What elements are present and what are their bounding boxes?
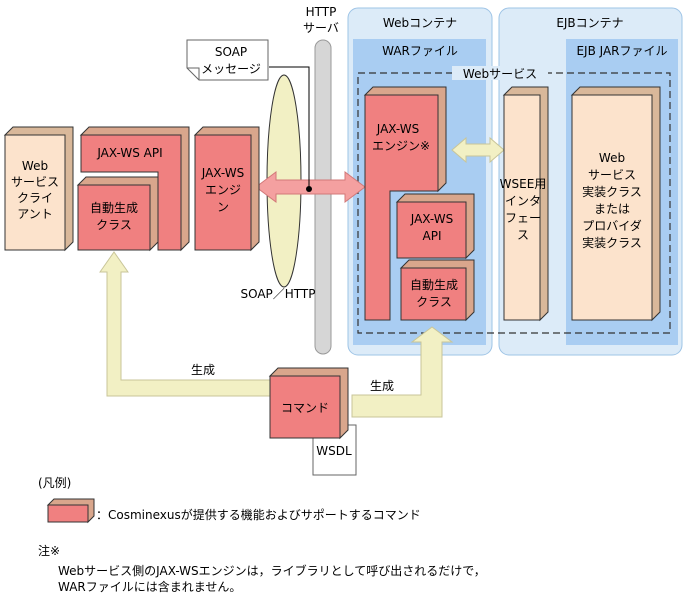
generate-arrow-left: [99, 251, 273, 397]
auto-gen-left-label-2: クラス: [96, 218, 132, 232]
wsdl-label: WSDL: [316, 444, 352, 458]
legend-swatch: [47, 504, 89, 523]
note-line-1: Webサービス側のJAX-WSエンジンは，ライブラリとして呼び出されるだけで，: [58, 564, 486, 578]
jaxws-engine-right-box: [364, 94, 439, 321]
impl-label-2: サービス: [588, 168, 636, 182]
impl-label-3: 実装クラス: [582, 184, 642, 199]
generate-left-label: 生成: [191, 363, 215, 377]
ejb-container-label: EJBコンテナ: [556, 16, 623, 30]
jaxws-engine-right-label-2: エンジン※: [372, 139, 430, 153]
wsee-label-1: WSEE用: [500, 177, 547, 191]
jaxws-api-right-label-1: JAX-WS: [410, 212, 454, 226]
jaxws-engine-left-box: [194, 134, 252, 251]
soap-message-document-icon: [186, 39, 269, 81]
http-server-label-2: サーバ: [303, 21, 339, 35]
auto-gen-left-box: [77, 184, 151, 251]
auto-gen-right-label-1: 自動生成: [410, 278, 458, 292]
jaxws-api-left-box: [80, 134, 182, 251]
impl-class-box: [571, 94, 653, 321]
ejb-jar-file-label: EJB JARファイル: [576, 44, 667, 58]
wsee-label-3: フェー: [505, 211, 541, 225]
jaxws-engine-right-label-1: JAX-WS: [376, 122, 420, 136]
soap-message-label-1: SOAP: [215, 45, 247, 59]
command-label: コマンド: [281, 401, 329, 415]
client-box: [4, 134, 66, 251]
command-box: [269, 375, 341, 439]
impl-label-5: プロバイダ: [582, 218, 642, 233]
impl-label-1: Web: [599, 151, 625, 165]
soap-http-label: SOAP／HTTP: [240, 287, 315, 301]
legend-title: (凡例): [38, 476, 72, 490]
jaxws-engine-left-label-1: JAX-WS: [201, 166, 245, 180]
http-server-label-1: HTTP: [306, 5, 337, 19]
soap-doc-fold: [187, 67, 200, 80]
auto-gen-right-box: [400, 267, 467, 321]
client-label-4: アント: [17, 207, 53, 221]
jaxws-api-right-box: [396, 201, 467, 259]
generate-arrow-right: [351, 326, 454, 418]
jaxws-api-right-label-2: API: [423, 229, 442, 243]
web-service-label: Webサービス: [463, 67, 537, 81]
web-service-label-bg: [452, 66, 548, 80]
jaxws-api-left-label: JAX-WS API: [96, 146, 162, 160]
generate-right-label: 生成: [370, 379, 394, 393]
client-label-1: Web: [22, 159, 48, 173]
http-server-bar: [314, 39, 332, 355]
impl-label-6: 実装クラス: [582, 235, 642, 250]
wsee-interface-box: [503, 94, 541, 321]
legend-item-text: ：Cosminexusが提供する機能およびサポートするコマンド: [96, 508, 421, 522]
impl-label-4: または: [594, 202, 630, 216]
wsee-label-4: ス: [517, 228, 529, 242]
note-title: 注※: [38, 544, 61, 558]
auto-gen-right-label-2: クラス: [416, 295, 452, 309]
client-label-2: サービス: [11, 175, 59, 189]
soap-message-connector: [269, 66, 310, 189]
war-file-label: WARファイル: [382, 44, 458, 58]
connector-dot: [306, 186, 312, 192]
auto-gen-left-label-1: 自動生成: [90, 201, 138, 215]
jaxws-engine-left-label-2: エンジ: [205, 183, 241, 197]
jaxws-engine-left-label-3: ン: [217, 200, 229, 214]
web-container-label: Webコンテナ: [383, 16, 457, 30]
client-label-3: クライ: [17, 191, 53, 205]
soap-message-label-2: メッセージ: [201, 62, 261, 76]
wsee-label-2: インタ: [505, 194, 541, 208]
note-line-2: WARファイルには含まれません。: [58, 580, 242, 594]
